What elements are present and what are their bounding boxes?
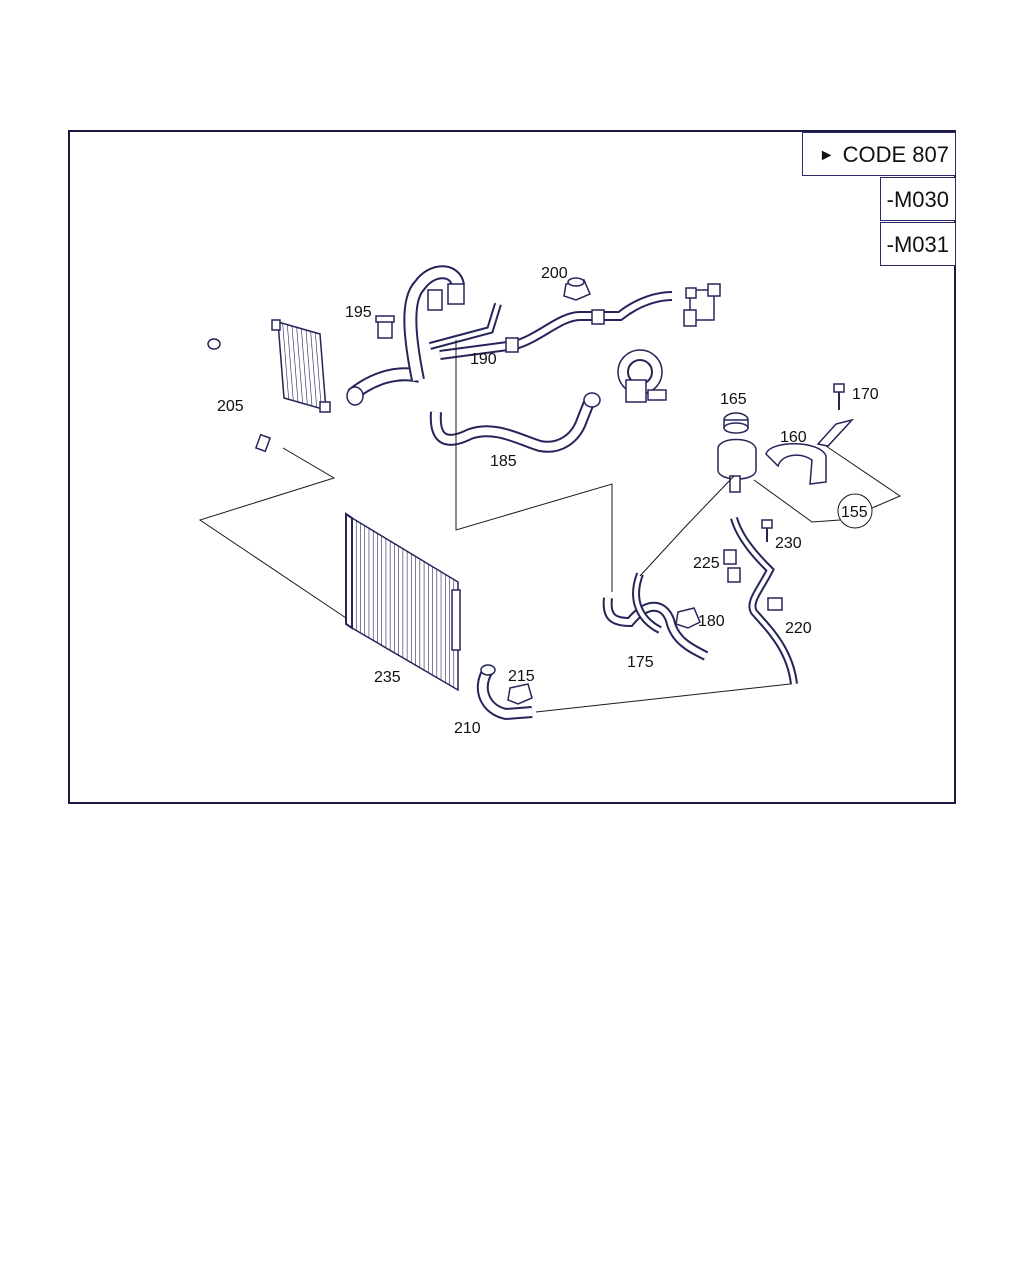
hose-210-drawing <box>476 664 533 721</box>
label-220: 220 <box>785 620 812 637</box>
valve-drawing <box>683 283 721 327</box>
label-180: 180 <box>698 613 725 630</box>
cap-165-drawing <box>723 412 749 434</box>
cap-180-drawing <box>675 607 701 629</box>
model-label-m030: -M030 <box>886 187 949 212</box>
label-160: 160 <box>780 429 807 446</box>
callout-circle-155 <box>837 493 873 529</box>
sensor-195-drawing <box>375 315 395 339</box>
label-165: 165 <box>720 391 747 408</box>
label-190: 190 <box>470 351 497 368</box>
hose-205-drawing <box>207 338 283 453</box>
hose-190-drawing <box>346 265 673 406</box>
label-215: 215 <box>508 668 535 685</box>
clip-225-drawing <box>723 549 741 583</box>
aux-radiator-drawing <box>271 319 331 413</box>
bolt-170-drawing <box>833 383 845 410</box>
label-175: 175 <box>627 654 654 671</box>
bolt-230-drawing <box>761 519 773 542</box>
label-195: 195 <box>345 304 372 321</box>
label-205: 205 <box>217 398 244 415</box>
bracket-160-drawing <box>765 418 855 485</box>
model-m030-box: -M030 <box>880 177 956 221</box>
hose-175-drawing <box>602 572 709 661</box>
arrow-right-icon: ► <box>818 147 835 165</box>
expansion-tank-drawing <box>717 438 757 493</box>
water-pump-drawing <box>617 349 667 403</box>
model-m031-box: -M031 <box>880 222 956 266</box>
label-210: 210 <box>454 720 481 737</box>
model-label-m031: -M031 <box>886 232 949 257</box>
code-label: CODE 807 <box>842 142 949 167</box>
hose-220-drawing <box>730 516 798 685</box>
label-200: 200 <box>541 265 568 282</box>
leader-lines <box>198 340 902 713</box>
label-155: 155 <box>841 504 868 521</box>
code-807-box: ► CODE 807 <box>802 132 956 176</box>
cap-215-drawing <box>507 683 533 705</box>
label-170: 170 <box>852 386 879 403</box>
cap-200-drawing <box>563 277 591 301</box>
label-225: 225 <box>693 555 720 572</box>
label-235: 235 <box>374 669 401 686</box>
condenser-235-drawing <box>345 512 461 692</box>
label-185: 185 <box>490 453 517 470</box>
label-230: 230 <box>775 535 802 552</box>
hose-185-drawing <box>429 392 601 453</box>
